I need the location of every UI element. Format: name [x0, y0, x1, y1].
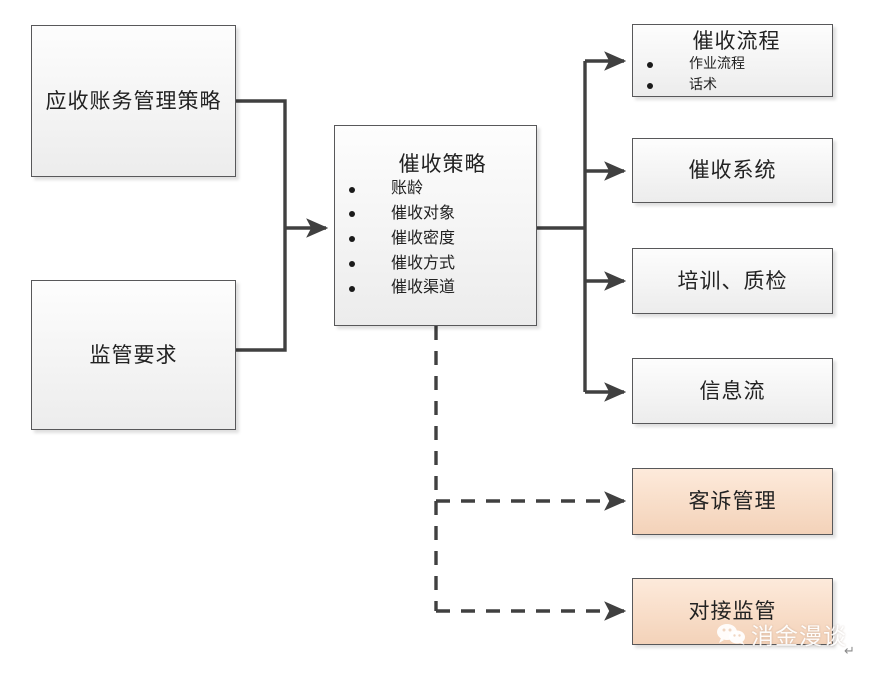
list-item: 催收方式: [335, 252, 536, 277]
watermark-text: 消金漫谈: [751, 623, 847, 649]
list-item: 催收渠道: [335, 276, 536, 301]
node-complaint-management-label: 客诉管理: [688, 489, 777, 514]
list-item: 作业流程: [633, 54, 832, 75]
list-item: 催收密度: [335, 227, 536, 252]
node-regulator-interface-label: 对接监管: [688, 599, 777, 624]
node-collection-strategy-bullets: 账龄 催收对象 催收密度 催收方式 催收渠道: [335, 177, 536, 301]
node-information-flow-label: 信息流: [699, 378, 766, 403]
node-collection-system[interactable]: 催收系统: [632, 138, 833, 203]
list-item: 话术: [633, 75, 832, 96]
node-collection-process-bullets: 作业流程 话术: [633, 54, 832, 96]
node-regulatory-label: 监管要求: [89, 342, 178, 367]
node-regulatory[interactable]: 监管要求: [31, 280, 236, 430]
node-collection-strategy[interactable]: 催收策略 账龄 催收对象 催收密度 催收方式 催收渠道: [334, 125, 537, 326]
wechat-icon: [717, 624, 745, 645]
edge-hub-to-outputs: [537, 51, 627, 402]
node-training-qa-label: 培训、质检: [677, 268, 788, 293]
node-collection-system-label: 催收系统: [688, 158, 777, 183]
node-complaint-management[interactable]: 客诉管理: [632, 468, 833, 535]
list-item: 催收对象: [335, 202, 536, 227]
edge-inputs-to-hub: [236, 99, 329, 352]
node-information-flow[interactable]: 信息流: [632, 358, 833, 424]
node-collection-process-title: 催收流程: [692, 29, 781, 53]
paragraph-mark: ↵: [844, 643, 855, 658]
node-collection-strategy-title: 催收策略: [398, 152, 487, 176]
node-training-qa[interactable]: 培训、质检: [632, 248, 833, 314]
node-regulator-interface[interactable]: 对接监管: [632, 578, 833, 645]
node-receivables-label: 应收账务管理策略: [45, 88, 222, 113]
edge-hub-to-accent-outputs: [434, 326, 627, 621]
node-receivables[interactable]: 应收账务管理策略: [31, 25, 236, 177]
node-collection-process[interactable]: 催收流程 作业流程 话术: [632, 24, 833, 97]
list-item: 账龄: [335, 177, 536, 202]
watermark: 消金漫谈: [716, 617, 847, 651]
